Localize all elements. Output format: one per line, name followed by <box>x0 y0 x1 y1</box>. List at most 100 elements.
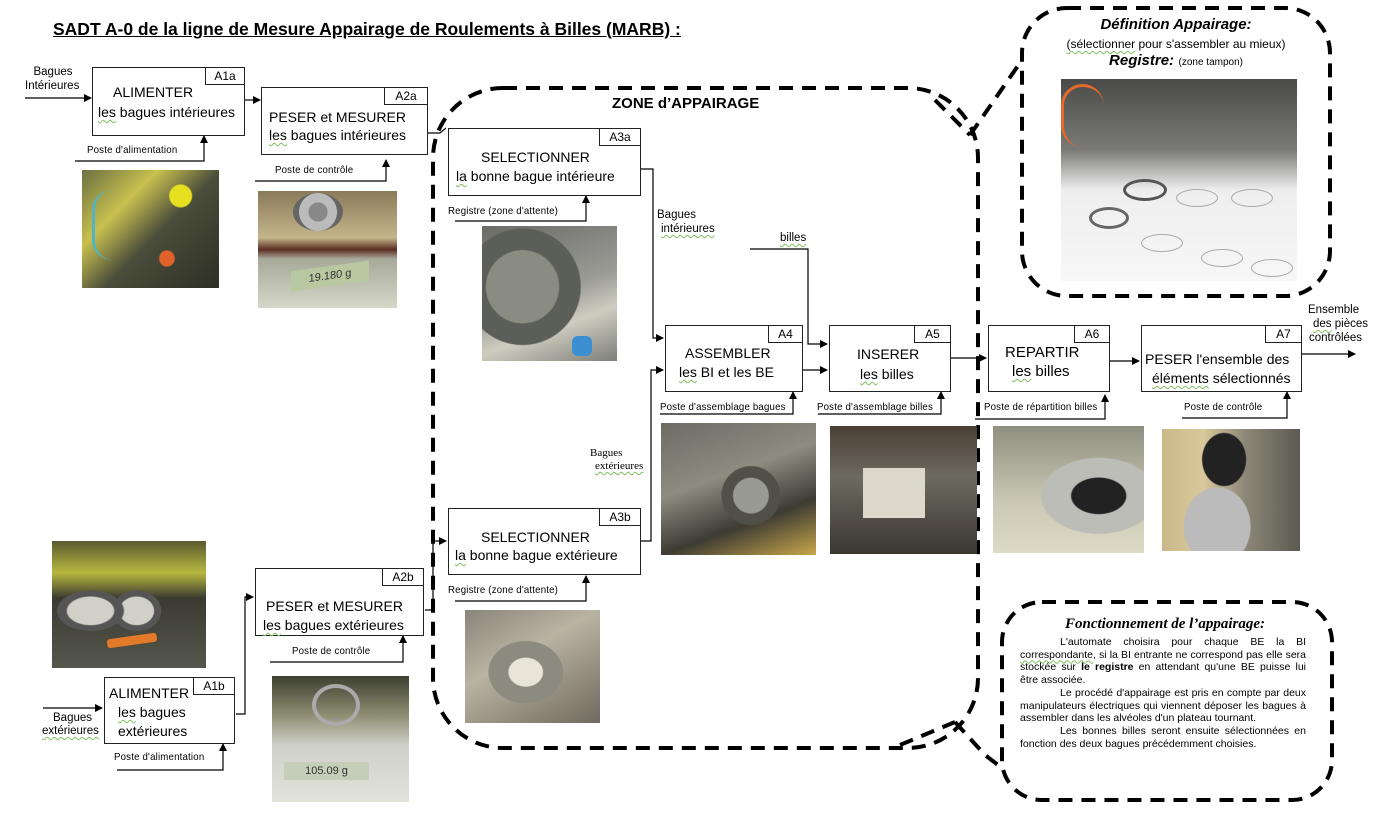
fonctionnement-paragraph-3: Les bonnes billes seront ensuite sélecti… <box>1020 724 1306 750</box>
definition-title: Définition Appairage: <box>1100 16 1252 33</box>
page-title: SADT A-0 de la ligne de Mesure Appairage… <box>53 19 681 39</box>
activity-verb: INSERER <box>857 346 920 362</box>
control-a2a <box>255 159 390 182</box>
definition-subtitle: (sélectionner pour s'assembler au mieux) <box>1066 37 1286 51</box>
input-label-bi-line1: Bagues <box>33 66 73 78</box>
fonctionnement-text: L'automate choisira pour chaque BE la BI… <box>1020 636 1306 750</box>
activity-verb: REPARTIR <box>1005 344 1080 361</box>
control-a3a <box>455 195 590 222</box>
zone-appairage-outline <box>431 86 980 750</box>
output-label-line3: contrôlées <box>1309 332 1363 344</box>
activity-box-a1b[interactable]: A1b ALIMENTER les bagues extérieures <box>104 677 235 744</box>
output-label-line1: Ensemble <box>1308 304 1360 316</box>
flow-label-be-line1: Bagues <box>590 447 623 459</box>
control-label-a4: Poste d'assemblage bagues <box>660 401 786 413</box>
input-label-bi-line2: Intérieures <box>25 80 80 92</box>
activity-verb: PESER l'ensemble des <box>1145 351 1290 367</box>
definition-callout-outline <box>1020 6 1332 298</box>
activity-verb: PESER et MESURER <box>269 109 406 125</box>
arrow-a3a-a4 <box>640 168 664 342</box>
fonctionnement-paragraph-1: L'automate choisira pour chaque BE la BI… <box>1020 636 1306 687</box>
activity-object: les BI et les BE <box>679 364 774 380</box>
activity-id-a4: A4 <box>768 325 803 343</box>
activity-box-a1a[interactable]: A1a ALIMENTER les bagues intérieures <box>92 67 245 136</box>
activity-object-line3: extérieures <box>118 723 188 739</box>
control-label-a2a: Poste de contrôle <box>275 164 354 176</box>
activity-box-a2b[interactable]: A2b PESER et MESURER les bagues extérieu… <box>255 568 424 636</box>
control-label-a3a: Registre (zone d'attente) <box>448 205 559 217</box>
activity-id-a3b: A3b <box>599 508 641 526</box>
control-a4 <box>660 391 797 415</box>
fonctionnement-leader <box>953 720 1004 770</box>
control-a1a <box>75 135 208 162</box>
arrow-a3b-a4 <box>640 366 664 542</box>
arrow-a2a-a3a <box>427 127 447 134</box>
activity-box-a7[interactable]: A7 PESER l'ensemble des éléments sélecti… <box>1141 325 1302 392</box>
activity-id-a1b: A1b <box>193 677 235 695</box>
ring-2 <box>1089 207 1129 229</box>
scale-readout: 105.09 g <box>284 762 369 780</box>
ring-1 <box>1123 179 1167 201</box>
input-label-be-line1: Bagues <box>53 712 93 724</box>
activity-id-a7: A7 <box>1265 325 1302 343</box>
registre-title: Registre: <box>1109 52 1175 69</box>
control-a7 <box>1182 391 1291 419</box>
control-a3b <box>455 575 590 602</box>
flow-label-bi-line2: intérieures <box>661 223 715 235</box>
activity-id-a1a: A1a <box>205 67 245 85</box>
alveole <box>1201 249 1243 267</box>
activity-object: les bagues intérieures <box>98 104 235 120</box>
activity-verb: ALIMENTER <box>109 685 190 701</box>
activity-box-a5[interactable]: A5 INSERER les billes <box>829 325 951 392</box>
activity-object: les bagues <box>118 704 186 720</box>
photo-buffer-register <box>1061 79 1297 281</box>
activity-verb: ALIMENTER <box>113 84 194 100</box>
activity-verb: PESER et MESURER <box>266 598 403 614</box>
input-label-be-line2: extérieures <box>42 725 99 737</box>
output-label-line2: des pièces <box>1313 318 1368 330</box>
blue-hose <box>572 336 592 356</box>
registre-heading: Registre: (zone tampon) <box>1022 52 1330 70</box>
definition-leader-2 <box>933 98 972 137</box>
registre-note: (zone tampon) <box>1178 57 1243 68</box>
activity-box-a3a[interactable]: A3a SELECTIONNER la bonne bague intérieu… <box>448 128 641 196</box>
zone-appairage-title: ZONE d’APPAIRAGE <box>612 95 760 112</box>
flow-label-billes: billes <box>780 232 807 244</box>
alveole <box>1231 189 1273 207</box>
activity-verb: SELECTIONNER <box>481 529 590 545</box>
fonctionnement-leader-2 <box>899 720 956 747</box>
control-a1b <box>117 743 227 771</box>
activity-object: la bonne bague intérieure <box>456 168 615 184</box>
control-label-a6: Poste de répartition billes <box>984 401 1098 413</box>
fonctionnement-paragraph-2: Le procédé d'appairage est pris en compt… <box>1020 686 1306 725</box>
photo-ball-distribution <box>993 426 1144 553</box>
activity-box-a3b[interactable]: A3b SELECTIONNER la bonne bague extérieu… <box>448 508 641 575</box>
activity-object: les bagues extérieures <box>263 617 404 633</box>
control-a6 <box>975 394 1109 420</box>
photo-final-weighing <box>1162 429 1300 551</box>
arrow-billes-a5 <box>750 248 828 348</box>
arrow-a1b-a2b <box>236 593 254 715</box>
activity-object: les bagues intérieures <box>269 127 406 143</box>
definition-leader <box>968 58 1024 137</box>
control-label-a3b: Registre (zone d'attente) <box>448 584 559 596</box>
photo-ball-insertion <box>830 426 977 554</box>
arrow-a2b-a3b <box>425 537 447 611</box>
photo-ring-assembly <box>661 423 816 555</box>
fonctionnement-callout-outline <box>1000 600 1334 802</box>
flow-label-bi-line1: Bagues <box>657 209 697 221</box>
control-label-a1a: Poste d'alimentation <box>87 144 178 156</box>
fonctionnement-title: Fonctionnement de l’appairage: <box>1065 616 1265 632</box>
control-a2b <box>270 635 407 663</box>
input-label-bi: Bagues <box>33 66 73 79</box>
photo-feeding-station-outer <box>52 541 206 668</box>
photo-register-outer <box>465 610 600 723</box>
photo-scale-inner: 19.180 g <box>258 191 397 308</box>
activity-box-a2a[interactable]: A2a PESER et MESURER les bagues intérieu… <box>261 87 428 155</box>
control-label-a1b: Poste d'alimentation <box>114 751 205 763</box>
control-a5 <box>818 391 945 415</box>
activity-box-a6[interactable]: A6 REPARTIR les billes <box>988 325 1110 392</box>
activity-box-a4[interactable]: A4 ASSEMBLER les BI et les BE <box>665 325 803 392</box>
orange-lever <box>106 632 158 649</box>
